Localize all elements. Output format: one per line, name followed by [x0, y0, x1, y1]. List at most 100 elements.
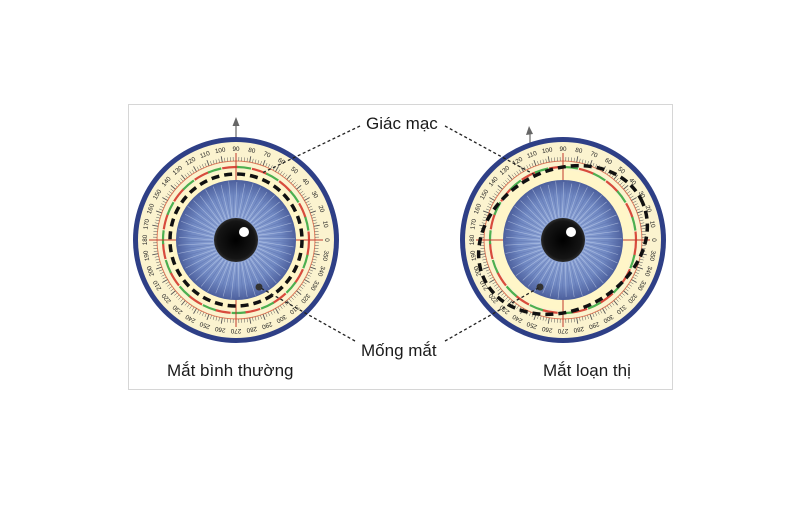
scale-tick	[638, 264, 643, 266]
scale-tick	[626, 191, 631, 194]
scale-tick	[311, 261, 316, 264]
degree-tick-label: 120	[511, 156, 524, 168]
iris-fiber	[218, 262, 231, 297]
scale-tick	[153, 250, 158, 252]
iris-fiber	[507, 247, 542, 258]
degree-tick-label: 40	[627, 177, 637, 187]
scale-tick	[301, 283, 305, 287]
scale-tick	[597, 310, 600, 315]
iris-fibers	[177, 181, 295, 299]
scale-tick	[254, 316, 257, 321]
iris-fiber	[509, 250, 543, 266]
iris-fiber	[561, 262, 565, 299]
scale-tick	[189, 305, 193, 309]
iris-fiber	[211, 261, 228, 293]
scale-tick	[154, 256, 159, 258]
scale-tick	[156, 214, 161, 216]
iris-fiber	[580, 254, 606, 280]
scale-tick	[514, 172, 517, 177]
degree-tick-label: 100	[541, 146, 553, 155]
degree-tick-label: 150	[479, 188, 491, 201]
scale-tick	[202, 164, 205, 168]
scale-tick	[542, 159, 545, 164]
iris-fiber	[547, 184, 557, 219]
iris-fiber	[244, 187, 261, 219]
scale-tick	[220, 156, 223, 163]
iris-fiber	[505, 232, 541, 239]
degree-tick-label: 90	[232, 146, 240, 153]
cornea-dashed-ellipse	[476, 163, 650, 317]
iris-fiber	[193, 200, 219, 226]
scale-tick	[592, 313, 595, 318]
scale-tick	[294, 292, 298, 296]
scale-tick	[581, 159, 584, 164]
degree-tick-label: 180	[142, 234, 149, 245]
minor-tick-marks	[151, 155, 321, 325]
scale-tick	[305, 276, 310, 280]
iris-fiber	[506, 244, 541, 250]
iris-fiber	[179, 236, 214, 241]
scale-tick	[485, 269, 490, 272]
iris-fiber	[249, 195, 275, 223]
degree-tick-label: 280	[572, 325, 584, 334]
iris-fiber	[245, 188, 265, 220]
iris-fiber	[563, 181, 569, 218]
cornea-leader-right	[444, 125, 538, 177]
scale-tick	[155, 266, 162, 270]
scale-tick	[304, 279, 310, 283]
scale-tick	[551, 157, 553, 162]
scale-tick	[292, 182, 296, 186]
iris-fiber	[574, 191, 595, 221]
degree-tick-label: 350	[648, 250, 657, 262]
iris-fiber	[182, 249, 216, 261]
iris-fiber	[568, 183, 581, 218]
scale-tick	[155, 219, 160, 222]
scale-tick	[170, 188, 174, 192]
scale-tick	[639, 258, 644, 261]
scale-tick	[497, 188, 501, 192]
degree-tick-label: 190	[142, 249, 151, 261]
scale-tick	[265, 313, 268, 318]
scale-tick	[162, 197, 168, 201]
iris-fiber	[224, 183, 231, 218]
scale-tick	[286, 300, 291, 306]
iris-fiber	[178, 246, 214, 254]
iris-fiber	[583, 219, 617, 231]
iris-fiber	[555, 181, 560, 218]
degree-tick-label: 80	[248, 147, 257, 155]
iris-fiber	[526, 195, 548, 224]
scale-tick	[617, 296, 621, 300]
degree-tick-label: 170	[143, 218, 152, 230]
degree-tick-label: 240	[184, 312, 197, 324]
iris-fiber	[524, 257, 550, 285]
scale-tick	[594, 164, 597, 168]
scale-tick	[309, 269, 314, 272]
scale-tick	[308, 206, 312, 209]
scale-tick	[617, 180, 621, 184]
scale-tick	[481, 222, 486, 224]
scale-tick	[210, 160, 212, 165]
scale-tick	[531, 162, 534, 167]
iris-leader-left	[258, 286, 356, 342]
scale-tick	[587, 315, 589, 320]
scale-tick	[277, 169, 281, 174]
iris-fiber	[529, 192, 550, 223]
scale-tick	[584, 160, 587, 165]
scale-tick	[165, 281, 170, 285]
iris-fiber	[585, 230, 620, 236]
scale-tick	[181, 174, 186, 180]
scale-tick	[257, 160, 260, 165]
iris-fiber	[222, 262, 233, 297]
iris-fiber	[188, 253, 218, 272]
iris-fiber	[239, 262, 244, 299]
iris-fiber	[576, 195, 602, 223]
scale-tick	[497, 185, 503, 190]
degree-tick-label: 10	[648, 220, 656, 229]
scale-tick	[311, 214, 316, 216]
iris-fiber	[256, 214, 290, 230]
iris-fiber	[579, 255, 604, 284]
scale-tick	[611, 302, 615, 306]
iris-fiber	[248, 193, 272, 222]
scale-tick	[313, 222, 318, 224]
iris-fiber	[512, 251, 544, 269]
